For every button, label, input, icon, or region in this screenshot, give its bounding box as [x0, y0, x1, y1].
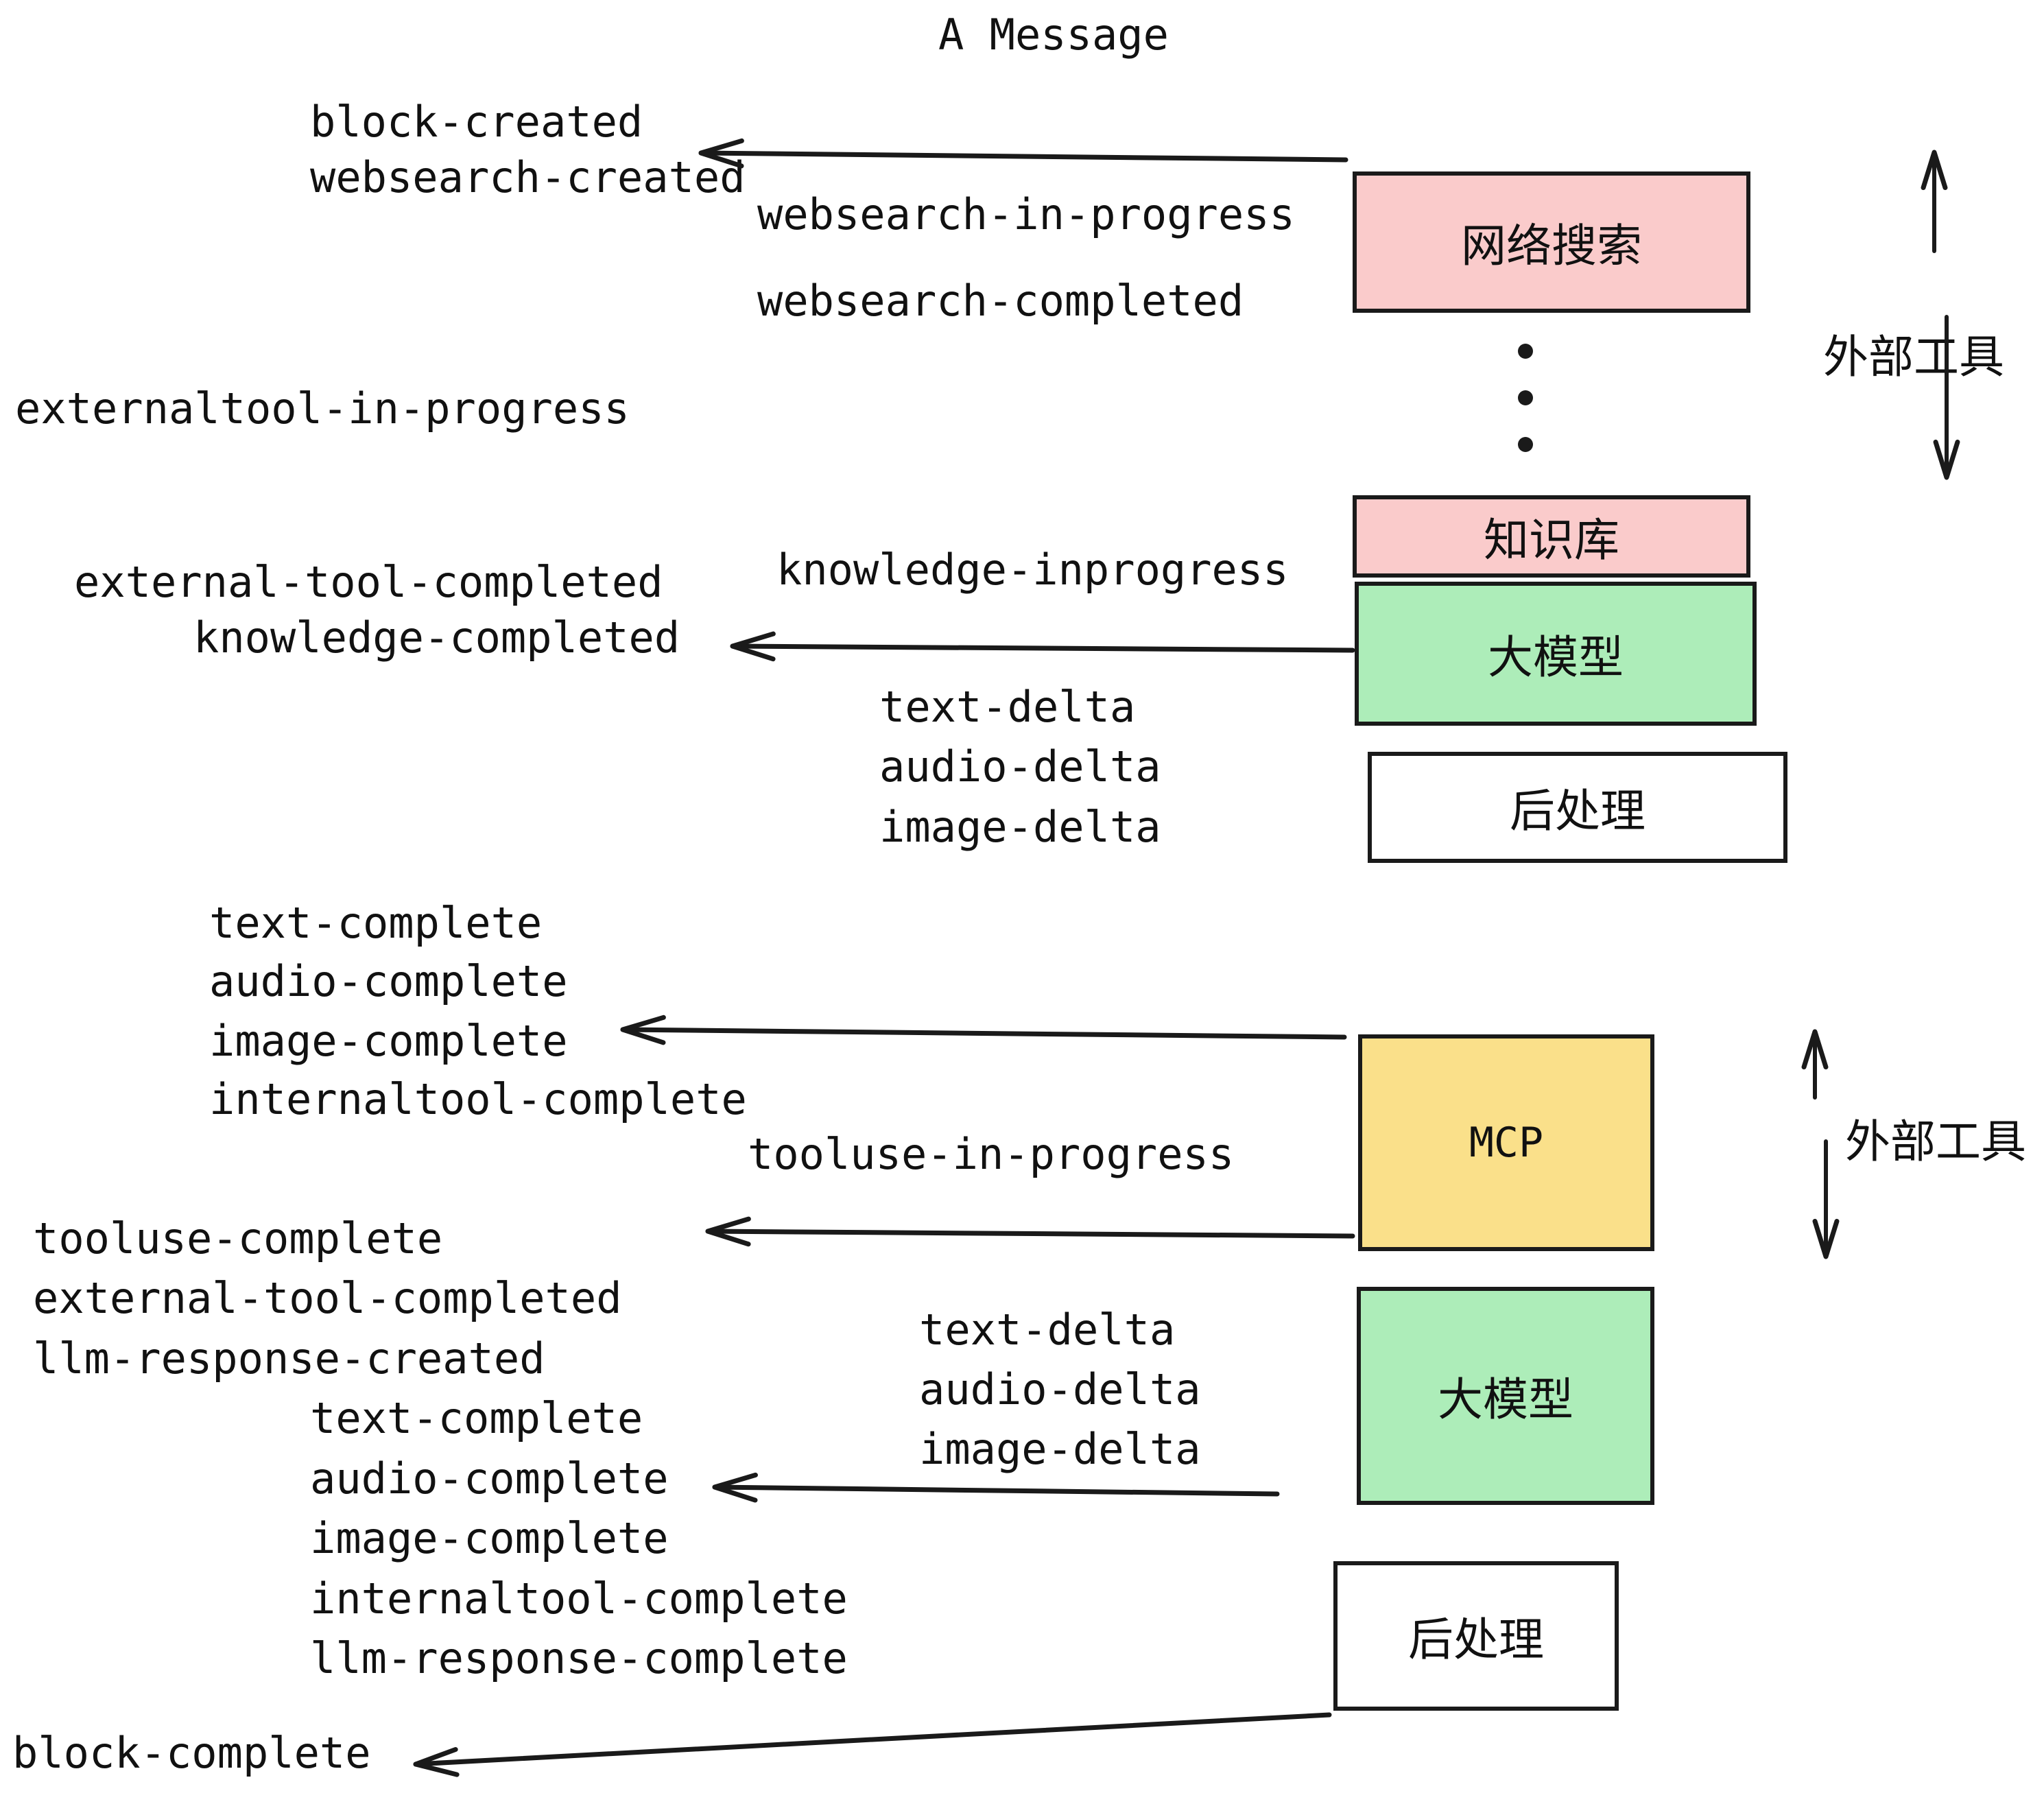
stage-box-post-2[interactable]: 后处理	[1333, 1561, 1619, 1711]
stage-box-websearch[interactable]: 网络搜索	[1353, 171, 1750, 313]
annotation-external-tool-bottom: 外部工具	[1845, 1115, 2026, 1168]
event-label: llm-response-created	[33, 1333, 545, 1384]
event-label: websearch-created	[310, 152, 746, 202]
event-label: knowledge-completed	[193, 613, 680, 663]
event-label: external-tool-completed	[33, 1273, 622, 1323]
event-label: audio-complete	[310, 1453, 669, 1504]
stage-box-label: 知识库	[1484, 514, 1619, 567]
arrow-tooluse-done-head	[705, 1216, 751, 1247]
ellipsis-dot-icon	[1518, 390, 1533, 405]
event-label: audio-delta	[919, 1364, 1201, 1414]
arrow-tooluse-done-shaft	[705, 1229, 1355, 1239]
event-label: internaltool-complete	[310, 1574, 848, 1624]
stage-box-label: 大模型	[1438, 1373, 1573, 1426]
event-label: knowledge-inprogress	[776, 545, 1289, 595]
arrow-image-complete-head	[620, 1014, 666, 1045]
event-label: text-delta	[919, 1305, 1176, 1355]
up-arrow-external-tool-head	[1921, 150, 1948, 191]
stage-box-post-1[interactable]: 后处理	[1368, 752, 1787, 863]
event-label: internaltool-complete	[209, 1074, 747, 1124]
arrow-audio-complete-head	[712, 1472, 758, 1503]
down-arrow-external-tool-head	[1933, 439, 1960, 480]
stage-box-llm-2[interactable]: 大模型	[1357, 1287, 1654, 1505]
stage-box-knowledge[interactable]: 知识库	[1353, 495, 1750, 578]
event-label: image-complete	[310, 1513, 669, 1563]
arrow-audio-complete-shaft	[712, 1484, 1280, 1497]
arrow-block-complete-head	[413, 1747, 460, 1777]
event-label: image-delta	[919, 1424, 1201, 1474]
page-title: A Message	[938, 10, 1169, 60]
event-label: audio-delta	[879, 741, 1161, 792]
event-label: tooluse-complete	[33, 1213, 443, 1263]
event-label: websearch-completed	[757, 276, 1244, 326]
event-label: block-complete	[12, 1728, 371, 1778]
event-label: text-complete	[209, 898, 543, 948]
ellipsis-dot-icon	[1518, 437, 1533, 452]
arrow-block-complete-shaft	[413, 1712, 1332, 1767]
ellipsis-dot-icon	[1518, 344, 1533, 359]
up-arrow-mcp-head	[1801, 1029, 1829, 1070]
event-label: image-complete	[209, 1016, 568, 1066]
arrow-knowledge-done-shaft	[730, 643, 1355, 653]
event-label: externaltool-in-progress	[15, 383, 630, 434]
event-label: block-created	[310, 97, 643, 147]
event-label: tooluse-in-progress	[748, 1129, 1235, 1179]
arrow-knowledge-done-head	[730, 631, 776, 662]
stage-box-llm-1[interactable]: 大模型	[1355, 582, 1757, 726]
arrow-image-complete-shaft	[620, 1027, 1347, 1040]
event-label: llm-response-complete	[310, 1633, 848, 1683]
event-label: text-delta	[879, 682, 1136, 732]
stage-box-label: MCP	[1469, 1119, 1544, 1167]
event-label: audio-complete	[209, 956, 568, 1006]
stage-box-label: 后处理	[1408, 1613, 1544, 1666]
event-label: text-complete	[310, 1393, 643, 1443]
annotation-external-tool-top: 外部工具	[1823, 331, 2004, 383]
stage-box-mcp[interactable]: MCP	[1358, 1034, 1654, 1251]
event-label: image-delta	[879, 802, 1161, 852]
event-label: external-tool-completed	[74, 557, 663, 607]
arrow-block-created-shaft	[698, 150, 1348, 163]
down-arrow-mcp-head	[1812, 1218, 1840, 1259]
stage-box-label: 后处理	[1510, 785, 1645, 838]
stage-box-label: 网络搜索	[1461, 219, 1642, 272]
stage-box-label: 大模型	[1488, 631, 1624, 684]
event-label: websearch-in-progress	[757, 189, 1295, 239]
